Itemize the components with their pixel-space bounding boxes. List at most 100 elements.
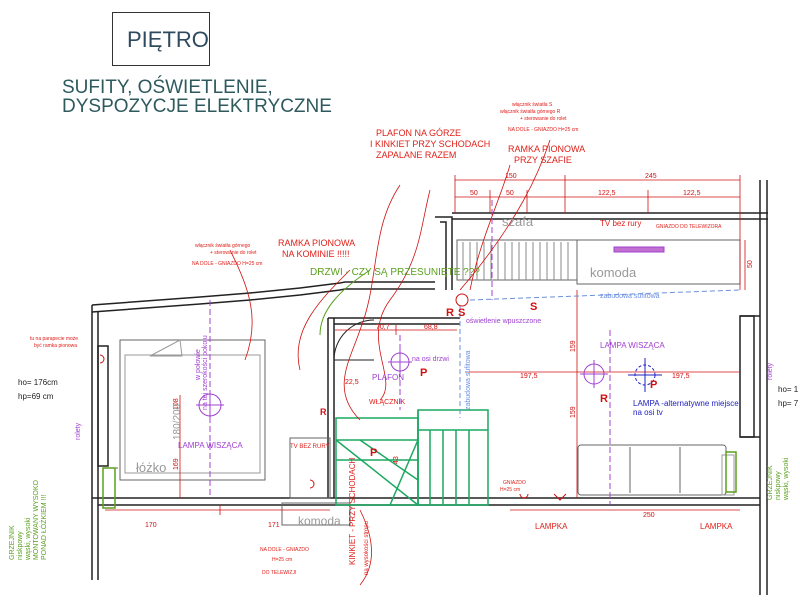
sofa (577, 444, 727, 496)
note-sw-top-4: NA DOLE - GNIAZDO H=25 cm (508, 127, 578, 133)
note-plafon-2: I KINKIET PRZY SCHODACH (370, 139, 490, 149)
note-gniazdo-left-3: DO TELEWIZJI (262, 570, 296, 576)
subtitle-line-1: SUFITY, OŚWIETLENIE, (62, 77, 273, 98)
sym-s1: S (458, 307, 465, 319)
bed (119, 339, 266, 481)
dim-197a: 197,5 (520, 373, 538, 380)
dim-22: 22,5 (345, 379, 359, 386)
page-subtitle: SUFITY, OŚWIETLENIE, DYSPOZYCJE ELEKTRYC… (62, 78, 332, 116)
label-bed-size: 180/200 (172, 403, 183, 440)
sym-s2: S (530, 301, 537, 313)
note-gniazdo-tv: GNIAZDO DO TELEWIZORA (656, 224, 722, 230)
note-grzejnik-right-1: GRZEJNIK (767, 465, 774, 500)
note-sw-left-3: NA DOLE - GNIAZDO H=25 cm (192, 261, 262, 267)
note-kinkiet-1: KINKIET - PRZY SCHODACH (348, 458, 357, 566)
title-box: PIĘTRO (112, 12, 210, 66)
note-sw-left-1: włącznik światła górnego (195, 243, 251, 249)
note-hp-right: hp= 7 (778, 399, 799, 408)
sym-r1: R (446, 307, 454, 319)
note-zabudowa-vert: zabudowa sufitowa (465, 350, 472, 410)
dim-250: 250 (643, 512, 655, 519)
staircase (335, 409, 489, 506)
note-oswietlenie: oświetlenie wpuszczone (466, 318, 541, 325)
subtitle-line-2: DYSPOZYCJE ELEKTRYCZNE (62, 96, 332, 117)
note-grzejnik-left-2: niskpowy (17, 531, 24, 560)
note-grzejnik-right-2: niskpowy (775, 471, 782, 500)
sockets (99, 354, 567, 501)
sym-p3: P (370, 447, 377, 459)
dim-122a: 122,5 (598, 190, 616, 197)
note-rolety-left: rolety (75, 422, 82, 440)
sym-r2: R (600, 393, 608, 405)
note-lampa-right: LAMPA WISZĄCA (600, 341, 665, 350)
dim-68: 68,8 (424, 324, 438, 331)
dim-159a: 159 (570, 340, 577, 352)
dim-150: 150 (505, 173, 517, 180)
note-ho-right: ho= 1 (778, 385, 799, 394)
note-grzejnik-right-3: wąski, wysoki (783, 457, 790, 501)
dimension-lines (105, 175, 746, 515)
leader-lines (229, 139, 551, 586)
dim-170: 170 (145, 522, 157, 529)
note-lampka-2: LAMPKA (700, 522, 733, 531)
note-grzejnik-left-3: wąski, wysoki (25, 517, 32, 561)
dim-122b: 122,5 (683, 190, 701, 197)
note-polowie-2: na tej szerokości pokoju (202, 335, 209, 410)
note-gniazdo-left-2: H=25 cm (272, 557, 292, 563)
dim-197b: 197,5 (672, 373, 690, 380)
dim-159b: 159 (570, 406, 577, 418)
note-hp-left: hp=69 cm (18, 392, 54, 401)
note-tv-bez-rury: TV bez rury (600, 219, 641, 228)
note-ramka-szafie-2: PRZY SZAFIE (514, 155, 572, 165)
dim-169: 169 (173, 458, 180, 470)
label-wardrobe: szafa (502, 214, 534, 229)
note-parapet-1: tu na parapecie może (30, 336, 78, 342)
red-notes: PLAFON NA GÓRZE I KINKIET PRZY SCHODACH … (30, 102, 733, 576)
black-notes: ho= 176cm hp=69 cm ho= 1 hp= 7 (18, 378, 799, 408)
switch-letters: R S S R P P P P R (320, 301, 657, 459)
note-sw-top-2: włącznik światła górnego R (500, 109, 561, 115)
note-parapet-2: być ramka pionowa (34, 343, 77, 349)
dim-108: 108 (173, 398, 180, 410)
label-commode-left: komoda (298, 514, 341, 528)
note-osi-drzwi: na osi drzwi (412, 356, 449, 363)
page-title: PIĘTRO (127, 27, 209, 52)
note-drzwi: DRZWI - CZY SĄ PRZESUNIĘTE ??? (310, 267, 480, 278)
sym-p1: P (420, 367, 427, 379)
sym-p2: P (650, 379, 657, 391)
note-grzejnik-left-5: PONAD ŁÓŻKIEM !!! (39, 495, 48, 560)
light-symbols (196, 293, 662, 419)
green-notes: DRZWI - CZY SĄ PRZESUNIĘTE ??? GRZEJNIK … (9, 267, 790, 561)
commode-left (281, 502, 351, 526)
note-gniazdo-bottom-2: H=25 cm (500, 487, 520, 493)
note-polowie-1: w połowie (195, 349, 202, 381)
note-sw-top-1: włącznik światła S (512, 102, 553, 108)
door-leader (319, 269, 371, 336)
switch-icon (455, 293, 469, 307)
note-zabudowa-horiz: zabudowa sufitowa (600, 293, 660, 300)
note-lampa-left: LAMPA WISZĄCA (178, 441, 243, 450)
note-lampka-1: LAMPKA (535, 522, 568, 531)
walls (91, 180, 768, 595)
label-commode-right: komoda (590, 265, 637, 280)
dim-43: 43 (393, 456, 400, 464)
dim-50a: 50 (470, 190, 478, 197)
ceiling-outlines (459, 289, 741, 418)
sym-r3: R (320, 407, 327, 417)
blue-notes: LAMPA -alternatywne miejsce na osi tv za… (465, 293, 739, 417)
note-plafon-3: ZAPALANE RAZEM (376, 150, 456, 160)
note-rolety-right: rolety (767, 362, 774, 380)
purple-notes: rolety rolety w połowie na tej szerokośc… (75, 318, 774, 450)
note-tv-rury: TV BEZ RURY (290, 444, 330, 450)
note-gniazdo-left-1: NA DOLE - GNIAZDO (260, 547, 309, 553)
dim-50b: 50 (506, 190, 514, 197)
note-sw-left-2: + sterowanie do rolet (210, 250, 257, 256)
note-ramka-szafie-1: RAMKA PIONOWA (508, 144, 585, 154)
note-lampa-alt-1: LAMPA -alternatywne miejsce (633, 399, 739, 408)
dimension-labels: 150 245 50 50 122,5 122,5 50 70,7 68,8 1… (145, 173, 754, 529)
note-ho-left: ho= 176cm (18, 378, 58, 387)
note-wlacznik: WŁĄCZNIK (369, 399, 406, 406)
dim-171: 171 (268, 522, 280, 529)
note-kinkiet-2: na wysokości stropu (364, 521, 370, 575)
radiator-right (725, 451, 737, 493)
